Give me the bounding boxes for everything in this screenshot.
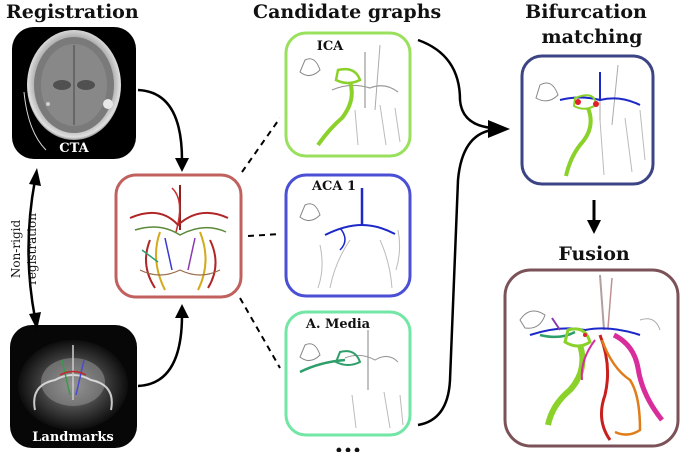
registration-heading: Registration xyxy=(6,1,139,23)
non-rigid-label-line1: Non-rigid xyxy=(9,220,23,279)
ica-label: ICA xyxy=(317,39,344,54)
connector-to-aca xyxy=(247,233,281,237)
bifurcation-arrowhead xyxy=(488,120,510,138)
ica-to-bifurcation-arrow xyxy=(417,38,493,130)
fusion-heading: Fusion xyxy=(558,243,630,265)
cta-label: CTA xyxy=(59,141,89,156)
candidate-graphs-heading: Candidate graphs xyxy=(253,1,441,23)
media-candidate-panel: A. Media xyxy=(284,310,412,437)
cta-to-registered-arrowhead xyxy=(175,158,189,172)
aca-candidate-panel: ACA 1 xyxy=(284,173,412,298)
cta-image: CTA xyxy=(12,27,136,159)
bifurcation-heading-line2: matching xyxy=(542,26,643,48)
bifurcation-heading-line1: Bifurcation xyxy=(525,1,647,23)
aca-label: ACA 1 xyxy=(311,179,356,194)
landmarks-to-registered-arrow xyxy=(137,314,184,388)
media-label: A. Media xyxy=(305,317,371,332)
bifurcation-to-fusion-arrowhead xyxy=(587,220,601,234)
fusion-panel xyxy=(503,268,680,448)
landmarks-label: Landmarks xyxy=(32,430,113,445)
non-rigid-registration-arrow xyxy=(27,168,41,330)
landmarks-to-registered-arrowhead xyxy=(175,304,189,318)
cta-to-registered-arrow xyxy=(137,88,184,161)
connector-to-ica xyxy=(241,117,281,173)
ica-candidate-panel: ICA xyxy=(284,31,412,158)
landmarks-image: Landmarks xyxy=(10,325,137,448)
bifurcation-panel xyxy=(520,54,655,186)
non-rigid-label-line2: registration xyxy=(25,213,39,285)
registered-graph-panel xyxy=(114,173,243,299)
connector-to-media xyxy=(239,297,281,369)
candidates-to-bifurcation-arrow xyxy=(417,128,493,427)
more-candidates-ellipsis: ... xyxy=(334,429,361,452)
